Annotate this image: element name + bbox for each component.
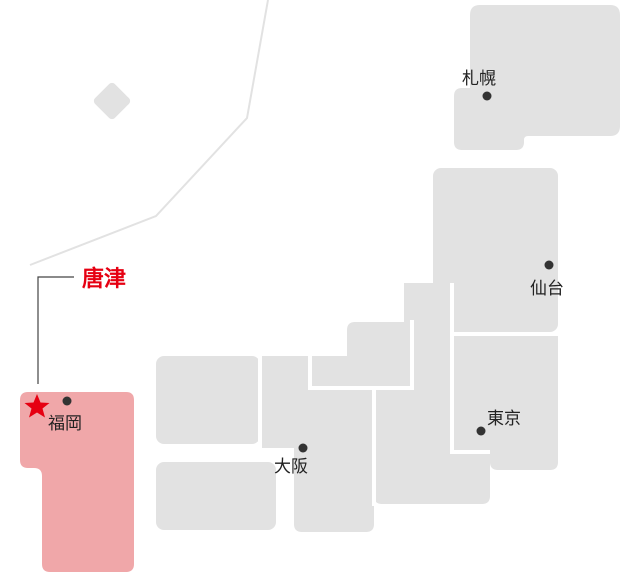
dot-icon	[544, 260, 554, 270]
island-small	[93, 82, 131, 120]
region-tohoku	[433, 168, 558, 332]
region-hokkaido	[454, 5, 620, 150]
dot-icon	[62, 396, 72, 406]
sea-boundary-line	[29, 0, 269, 266]
region-shikoku	[156, 462, 276, 530]
region-kyushu-highlight	[20, 392, 134, 572]
dot-icon	[476, 426, 486, 436]
dot-icon	[482, 91, 492, 101]
city-label-tokyo: 東京	[487, 409, 521, 429]
region-kanto	[452, 334, 558, 470]
region-kinki	[262, 356, 374, 532]
star-icon	[24, 394, 50, 418]
region-chugoku	[156, 356, 260, 444]
leader-line	[37, 276, 74, 384]
border-chubu-kanto	[450, 283, 490, 454]
city-label-fukuoka: 福岡	[48, 414, 82, 434]
region-chubu	[374, 283, 490, 504]
border-hokuriku-kinki	[308, 356, 374, 390]
highlight-city-label: 唐津	[82, 266, 126, 292]
city-label-sapporo: 札幌	[462, 69, 496, 89]
city-label-sendai: 仙台	[530, 279, 564, 299]
border-chubu-kinki	[372, 320, 414, 506]
region-kinki-north	[310, 322, 412, 388]
dot-icon	[298, 443, 308, 453]
city-label-osaka: 大阪	[274, 457, 308, 477]
